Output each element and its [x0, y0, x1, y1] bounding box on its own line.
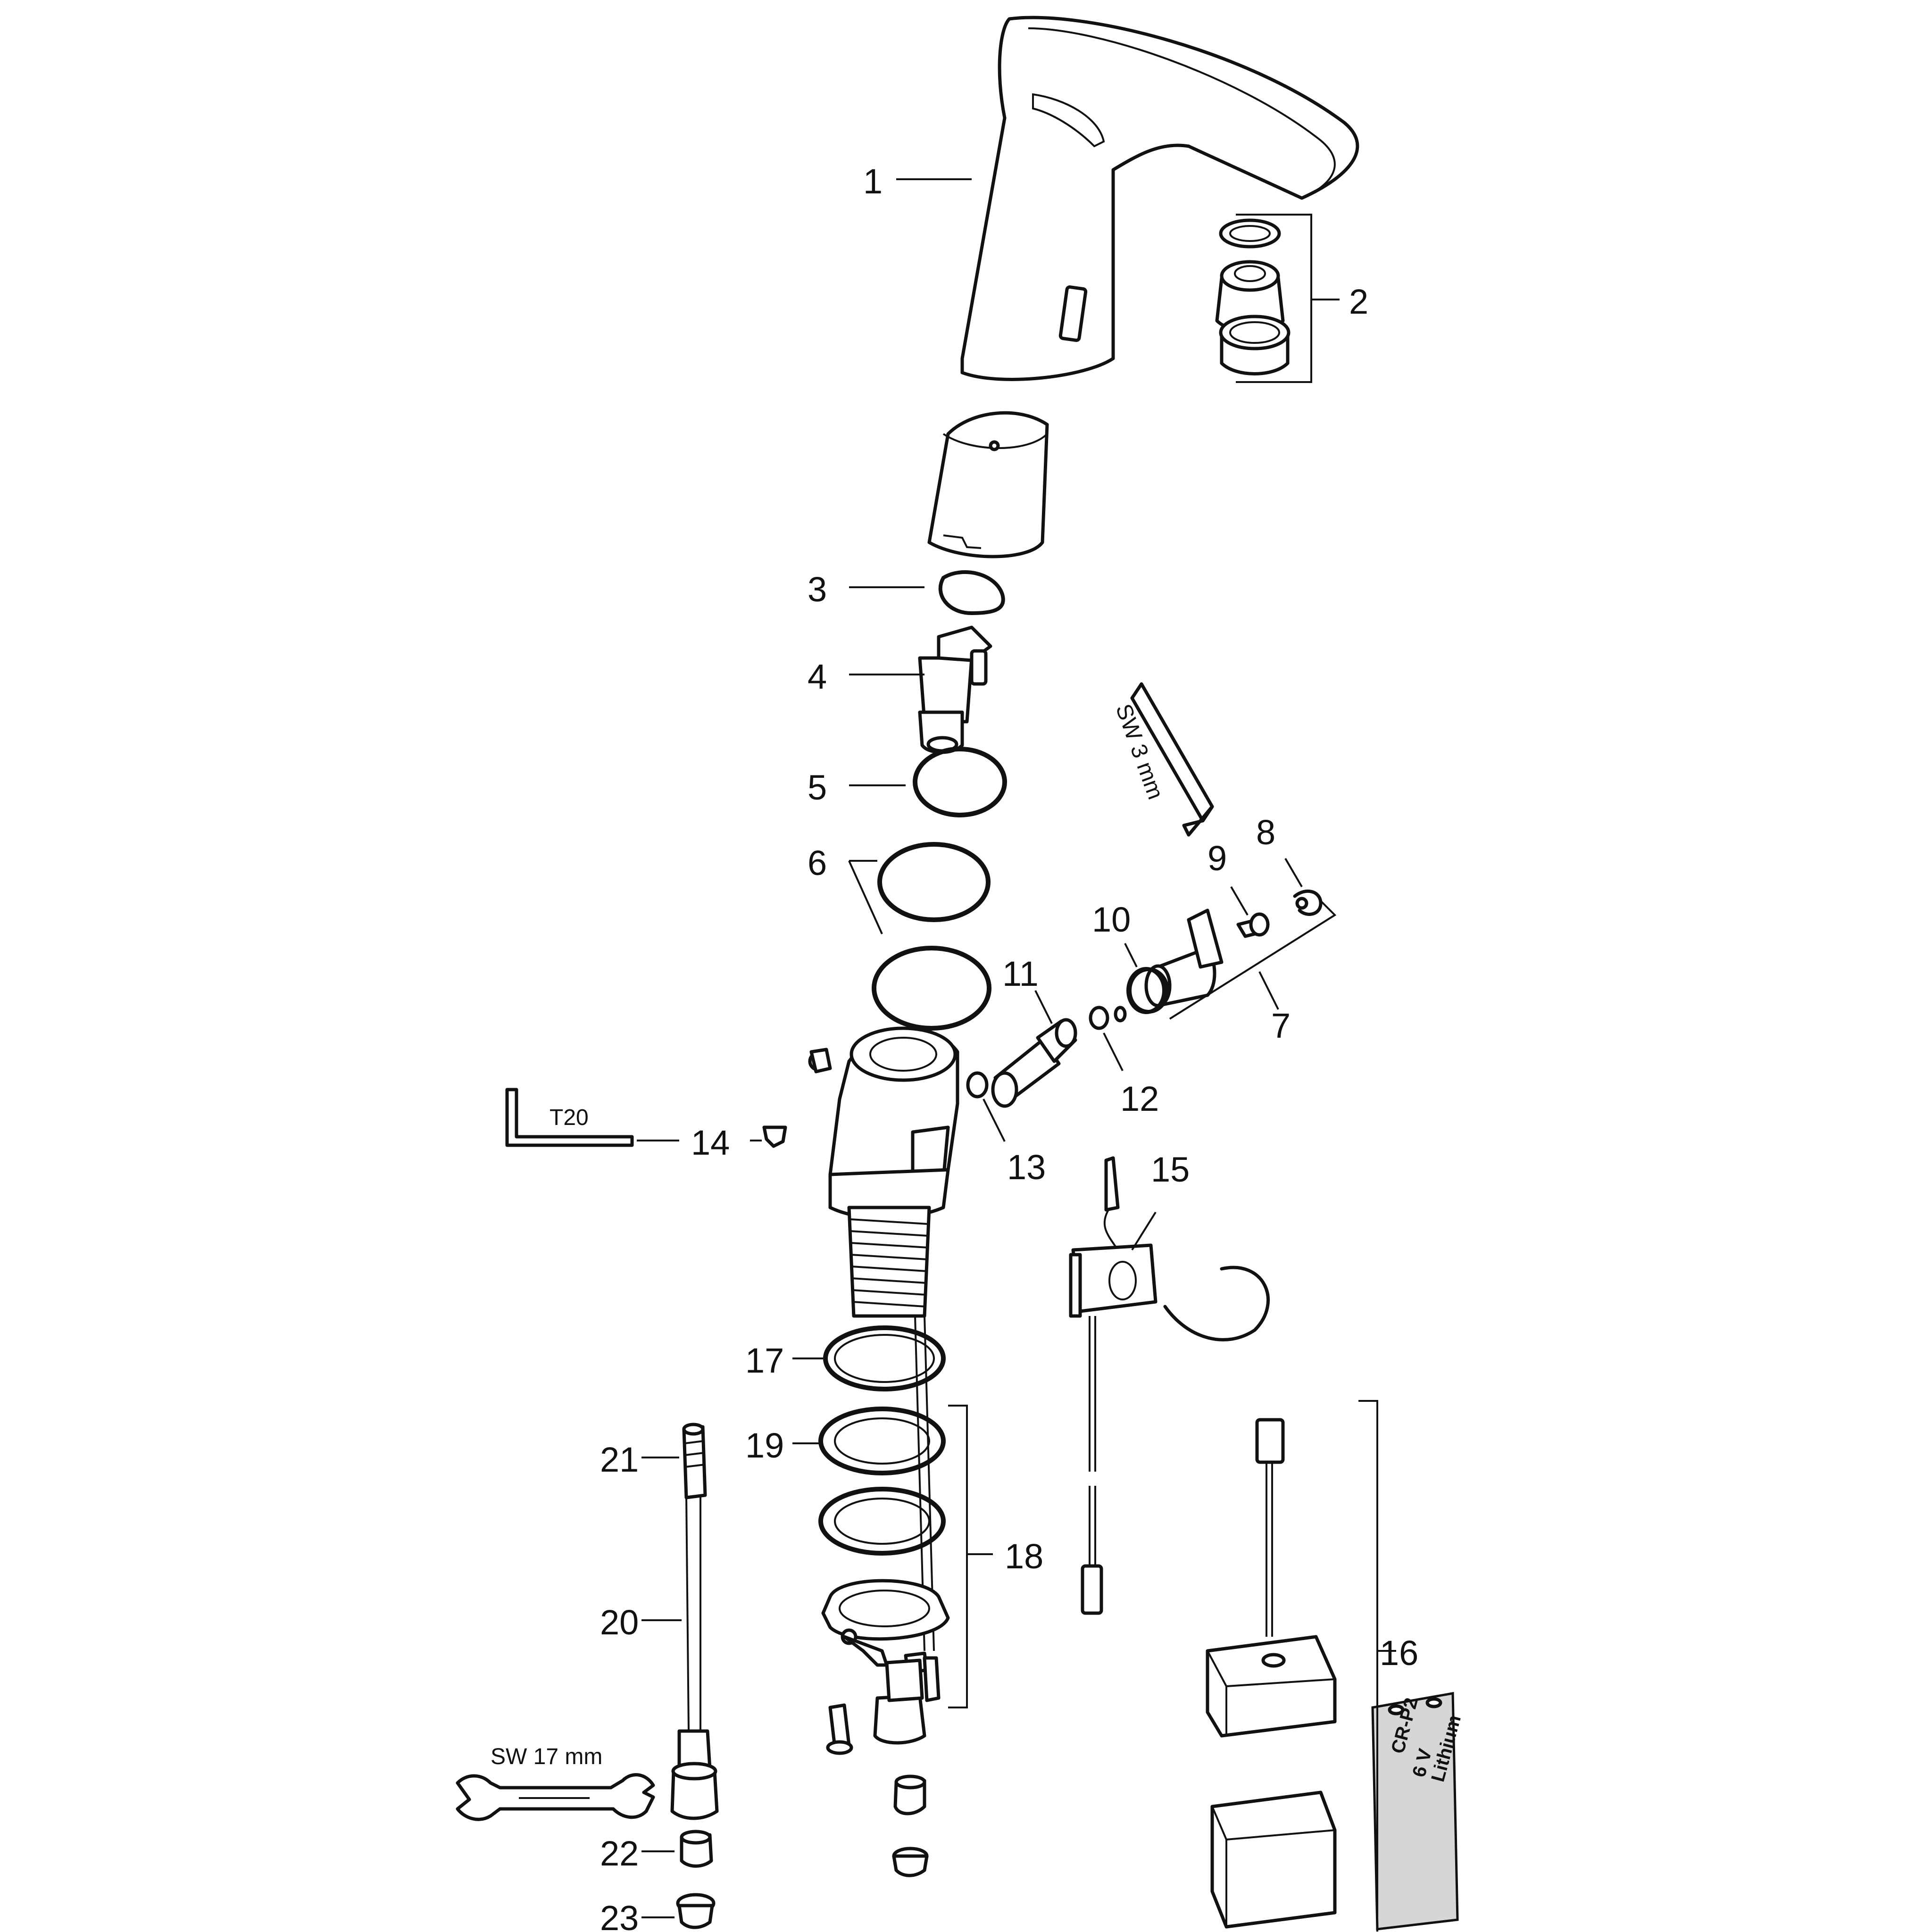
label-5: 5 [808, 768, 827, 807]
part-23-strainer [676, 1893, 716, 1929]
callout-21: 21 [600, 1440, 679, 1479]
battery-cr-p2: CR-P2 6 V Lithium [1371, 1692, 1465, 1931]
callout-1: 1 [863, 162, 972, 201]
label-2: 2 [1349, 282, 1368, 321]
label-14: 14 [691, 1123, 730, 1162]
part-3-seal [938, 570, 1005, 616]
part-6-o-rings [872, 842, 991, 1031]
part-2-aerator-set [1215, 218, 1291, 375]
callout-5: 5 [808, 768, 906, 807]
part-12-seal [1089, 1006, 1127, 1030]
label-10: 10 [1092, 900, 1131, 939]
valve-body [808, 1026, 959, 1220]
part-1-faucet-body [960, 16, 1359, 381]
part-19-washer [818, 1407, 946, 1475]
part-22-filter-insert [680, 1830, 713, 1868]
torx-key-size-label: T20 [550, 1105, 589, 1130]
part-10-o-ring [1126, 967, 1166, 1014]
label-23: 23 [600, 1899, 639, 1932]
label-6: 6 [808, 843, 827, 883]
wrench-size-label: SW 17 mm [491, 1744, 602, 1769]
label-1: 1 [863, 162, 883, 201]
callout-8: 8 [1256, 813, 1303, 888]
part-21-hose-connector [682, 1423, 707, 1499]
callout-9: 9 [1208, 839, 1249, 916]
part-9-screw [1236, 912, 1270, 938]
callout-20: 20 [600, 1603, 682, 1642]
torx-key-t20-tool: T20 [505, 1088, 634, 1147]
part-11-valve-insert [991, 1018, 1077, 1108]
part-16-battery-box [1206, 1418, 1337, 1929]
label-15: 15 [1151, 1150, 1190, 1189]
part-4-solenoid-valve [918, 625, 992, 754]
label-9: 9 [1208, 839, 1227, 878]
callout-11: 11 [1002, 954, 1053, 1024]
label-19: 19 [745, 1426, 784, 1465]
callout-23: 23 [600, 1899, 675, 1932]
label-21: 21 [600, 1440, 639, 1479]
threaded-shank [847, 1206, 931, 1318]
callout-3: 3 [808, 570, 924, 609]
callout-17: 17 [745, 1341, 825, 1380]
callout-13: 13 [983, 1099, 1046, 1187]
callout-18: 18 [948, 1405, 1043, 1708]
retaining-clip [1163, 1266, 1270, 1341]
callout-10: 10 [1092, 900, 1138, 967]
hex-key-3mm-tool: SW 3 mm [1111, 682, 1214, 837]
wrench-17mm-tool: SW 17 mm [456, 1744, 655, 1821]
label-16: 16 [1380, 1633, 1418, 1673]
callout-6: 6 [808, 843, 883, 934]
label-11: 11 [1002, 954, 1039, 993]
callout-12: 12 [1103, 1033, 1159, 1118]
part-8-clip [1293, 889, 1323, 916]
label-3: 3 [808, 570, 827, 609]
label-18: 18 [1005, 1537, 1043, 1576]
callout-22: 22 [600, 1834, 675, 1873]
label-7: 7 [1271, 1006, 1291, 1045]
callout-14: 14 [637, 1123, 762, 1162]
part-13-seal [966, 1071, 989, 1099]
electronics-cover-cap [927, 411, 1049, 558]
part-15-sensor-module [1069, 1156, 1158, 1615]
label-12: 12 [1120, 1079, 1159, 1118]
callout-2: 2 [1236, 214, 1368, 383]
part-7-lever-assembly [1128, 908, 1224, 1014]
lower-filter-fittings [892, 1774, 929, 1877]
part-5-o-ring [913, 747, 1007, 817]
label-17: 17 [745, 1341, 784, 1380]
callout-16: 16 [1358, 1400, 1418, 1932]
label-8: 8 [1256, 813, 1275, 852]
callout-4: 4 [808, 657, 924, 696]
part-20-connection-hose [670, 1495, 719, 1820]
label-20: 20 [600, 1603, 639, 1642]
label-4: 4 [808, 657, 827, 696]
label-13: 13 [1007, 1148, 1046, 1187]
callout-19: 19 [745, 1426, 823, 1465]
part-14-screw [762, 1125, 787, 1148]
callout-7: 7 [1169, 900, 1337, 1045]
label-22: 22 [600, 1834, 639, 1873]
callout-15: 15 [1131, 1150, 1190, 1251]
part-18-mounting-set [818, 1487, 950, 1755]
